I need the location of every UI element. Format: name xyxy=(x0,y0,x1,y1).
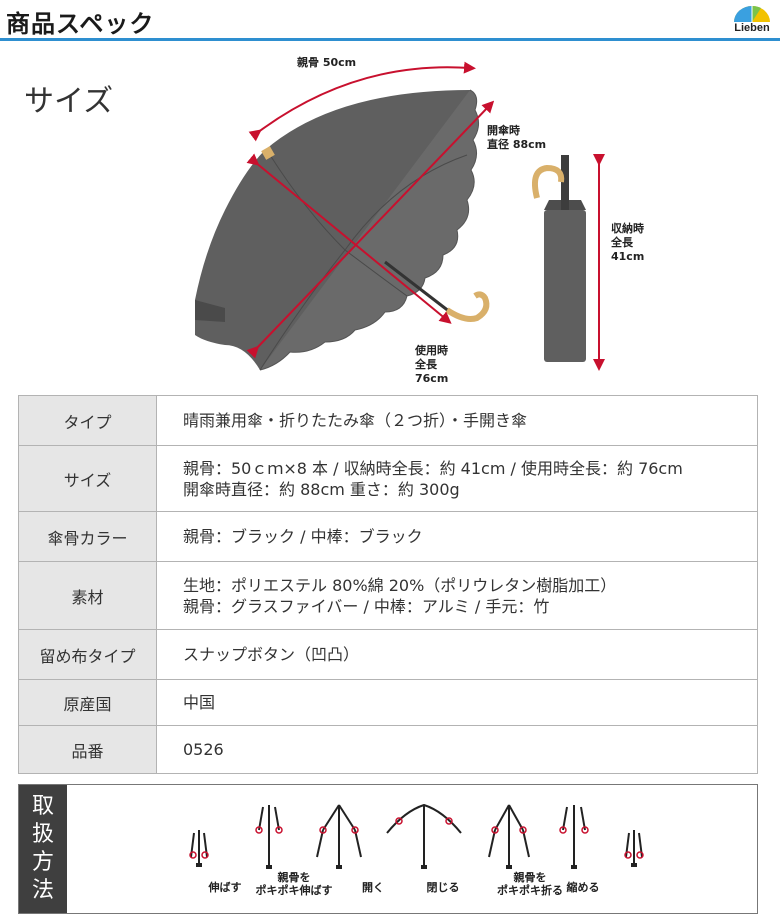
spec-key: 素材 xyxy=(18,561,157,630)
care-title-char: 扱 xyxy=(31,822,54,847)
spec-value-line: 0526 xyxy=(183,740,224,759)
folded-length-label-line: 41cm xyxy=(611,250,645,263)
folded-length-label-line: 全長 xyxy=(611,236,633,249)
care-step-3-label: 開く xyxy=(345,881,401,894)
spec-value: 中国 xyxy=(156,679,758,726)
folded-length-label-line: 収納時 xyxy=(611,222,644,235)
use-length-label-line: 76cm xyxy=(415,372,449,385)
folded-length-label: 収納時 全長 41cm xyxy=(611,222,644,264)
spec-key: 品番 xyxy=(18,725,157,774)
spec-key: 傘骨カラー xyxy=(18,511,157,562)
use-length-label: 使用時 全長 76cm xyxy=(415,344,448,386)
care-step-1-label: 伸ばす xyxy=(197,881,253,894)
care-step-label-line: 開く xyxy=(362,881,384,894)
open-diameter-label-line: 直径 88cm xyxy=(487,138,547,151)
care-title: 取 扱 方 法 xyxy=(19,785,67,913)
spec-value-line: 親骨：グラスファイバー / 中棒：アルミ / 手元：竹 xyxy=(183,596,550,616)
care-step-label-line: ポキポキ伸ばす xyxy=(255,884,333,897)
brand-logo: Lieben xyxy=(728,2,776,36)
header-divider xyxy=(0,38,780,41)
spec-table: タイプ 晴雨兼用傘・折りたたみ傘（２つ折）・手開き傘 サイズ 親骨：50ｃｍ×8… xyxy=(18,395,758,774)
use-length-label-line: 使用時 xyxy=(415,344,448,357)
spec-value-line: スナップボタン（凹凸） xyxy=(183,645,360,664)
page-title: 商品スペック xyxy=(6,10,155,38)
care-step-2-label: 親骨を ポキポキ伸ばす xyxy=(239,871,349,897)
spec-row-size: サイズ 親骨：50ｃｍ×8 本 / 収納時全長：約 41cm / 使用時全長：約… xyxy=(18,445,758,512)
spec-key: タイプ xyxy=(18,395,157,446)
open-diameter-label-line: 開傘時 xyxy=(487,124,520,137)
umbrella-size-diagram: 親骨 50cm 開傘時 直径 88cm 使用時 全長 76cm 収納時 全長 4… xyxy=(185,50,645,390)
care-step-label-line: 親骨を xyxy=(277,871,311,884)
page-header: 商品スペック Lieben xyxy=(0,0,780,42)
open-diameter-label: 開傘時 直径 88cm xyxy=(487,124,546,152)
care-title-char: 方 xyxy=(31,850,54,875)
spec-value: 0526 xyxy=(156,725,758,774)
spec-row-frame-color: 傘骨カラー 親骨：ブラック / 中棒：ブラック xyxy=(18,511,758,562)
care-step-label-line: 伸ばす xyxy=(208,881,242,894)
spec-row-material: 素材 生地：ポリエステル 80%綿 20%（ポリウレタン樹脂加工） 親骨：グラス… xyxy=(18,561,758,630)
care-step-5-label: 親骨を ポキポキ折る xyxy=(475,871,585,897)
spec-key: 留め布タイプ xyxy=(18,629,157,680)
spec-value: 親骨：50ｃｍ×8 本 / 収納時全長：約 41cm / 使用時全長：約 76c… xyxy=(156,445,758,512)
spec-value: 生地：ポリエステル 80%綿 20%（ポリウレタン樹脂加工） 親骨：グラスファイ… xyxy=(156,561,758,630)
spec-value: スナップボタン（凹凸） xyxy=(156,629,758,680)
rib-length-label: 親骨 50cm xyxy=(297,56,357,69)
care-title-char: 取 xyxy=(31,794,54,819)
spec-value: 親骨：ブラック / 中棒：ブラック xyxy=(156,511,758,562)
spec-row-origin: 原産国 中国 xyxy=(18,679,758,726)
spec-value-line: 親骨：ブラック / 中棒：ブラック xyxy=(183,527,423,546)
care-step-label-line: 親骨を xyxy=(513,871,547,884)
care-step-label-line: 閉じる xyxy=(426,881,460,894)
logo-text: Lieben xyxy=(734,22,770,34)
spec-row-type: タイプ 晴雨兼用傘・折りたたみ傘（２つ折）・手開き傘 xyxy=(18,395,758,446)
care-step-4-label: 閉じる xyxy=(415,881,471,894)
size-heading: サイズ xyxy=(24,84,114,119)
care-instructions: 取 扱 方 法 xyxy=(18,784,758,914)
spec-value-line: 晴雨兼用傘・折りたたみ傘（２つ折）・手開き傘 xyxy=(183,411,528,430)
care-step-label-line: ポキポキ折る xyxy=(497,884,563,897)
spec-value-line: 親骨：50ｃｍ×8 本 / 収納時全長：約 41cm / 使用時全長：約 76c… xyxy=(183,458,683,478)
care-step-6-label: 縮める xyxy=(553,881,613,894)
care-step-label-line: 縮める xyxy=(566,881,600,894)
spec-row-closure: 留め布タイプ スナップボタン（凹凸） xyxy=(18,629,758,680)
spec-value-line: 中国 xyxy=(183,693,216,712)
spec-value-line: 生地：ポリエステル 80%綿 20%（ポリウレタン樹脂加工） xyxy=(183,575,617,595)
spec-row-item-number: 品番 0526 xyxy=(18,725,758,774)
spec-value: 晴雨兼用傘・折りたたみ傘（２つ折）・手開き傘 xyxy=(156,395,758,446)
spec-key: サイズ xyxy=(18,445,157,512)
use-length-label-line: 全長 xyxy=(415,358,437,371)
spec-value-line: 開傘時直径：約 88cm 重さ：約 300g xyxy=(183,479,460,499)
umbrella-illustration xyxy=(195,61,605,371)
spec-key: 原産国 xyxy=(18,679,157,726)
care-steps-illustration xyxy=(189,803,644,869)
care-title-char: 法 xyxy=(31,878,54,903)
